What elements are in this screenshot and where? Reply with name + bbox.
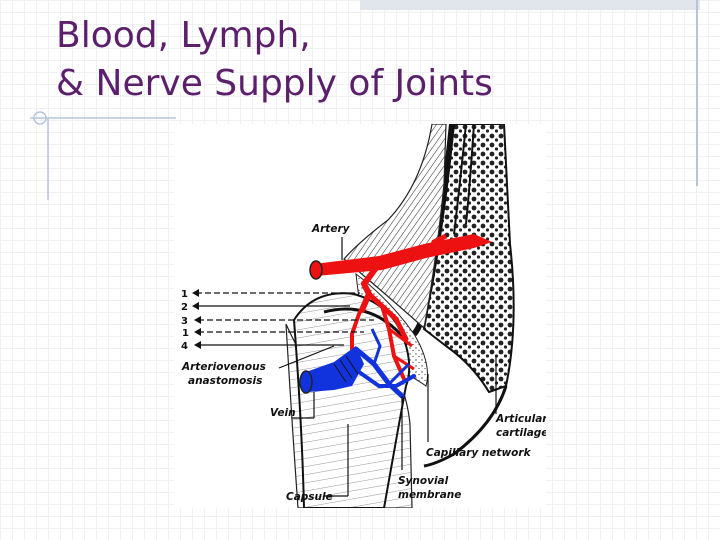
label-synovial: Synovial: [398, 475, 449, 487]
artery-vessels: [309, 233, 492, 381]
title-line-2: & Nerve Supply of Joints: [56, 63, 493, 104]
anastomosis-lines: [333, 355, 359, 383]
label-articular: Articular: [495, 413, 546, 425]
vein-branch-1: [353, 346, 405, 399]
bone-contour-1: [453, 124, 467, 235]
artery-branch-4: [380, 304, 406, 381]
artery-branch-3: [350, 292, 371, 361]
decorative-lines: [30, 0, 700, 200]
artery-main: [314, 234, 492, 276]
label-vein: Vein: [270, 407, 296, 419]
pointer-number-1: 1: [181, 289, 188, 300]
top-bar-decoration: [360, 0, 700, 10]
pointer-number-3: 3: [181, 316, 188, 327]
pointer-number-1b: 1: [182, 328, 189, 339]
bone-outer-contour: [423, 385, 508, 468]
joint-diagram: Artery Arteriovenous anastomosis Vein Ca…: [174, 124, 546, 508]
articular-surface: [323, 307, 404, 337]
artery-lumen: [309, 260, 323, 280]
rule-crosshair-circle: [33, 111, 47, 125]
label-artery: Artery: [311, 223, 351, 235]
label-cartilage: cartilage: [496, 427, 546, 439]
vein-main: [306, 346, 364, 392]
nerve-pointer-lines: [196, 292, 374, 346]
label-leaders: [278, 237, 497, 497]
label-capillary-network: Capillary network: [426, 447, 532, 459]
artery-branch-5: [393, 354, 415, 371]
slide-title: Blood, Lymph, & Nerve Supply of Joints: [56, 12, 493, 108]
vein-branch-3: [370, 328, 382, 365]
label-membrane: membrane: [398, 489, 461, 501]
vein-branch-2: [357, 370, 416, 388]
pointer-number-4: 4: [181, 341, 188, 352]
anastomosis-leader: [278, 345, 335, 369]
label-anastomosis: anastomosis: [188, 375, 262, 387]
vein-branch-4: [387, 362, 411, 386]
artery-branch-7: [426, 233, 448, 257]
vein-lumen: [299, 370, 313, 394]
artery-branch-2: [366, 291, 409, 342]
artery-branch-6: [388, 327, 413, 348]
pointer-number-2: 2: [181, 302, 188, 313]
label-arteriovenous: Arteriovenous: [181, 361, 266, 373]
label-capsule: Capsule: [286, 491, 333, 503]
title-line-1: Blood, Lymph,: [56, 15, 311, 56]
bone-contour-2: [465, 124, 475, 225]
pointer-arrowheads: [192, 289, 201, 349]
vein-vessels: [299, 328, 416, 399]
